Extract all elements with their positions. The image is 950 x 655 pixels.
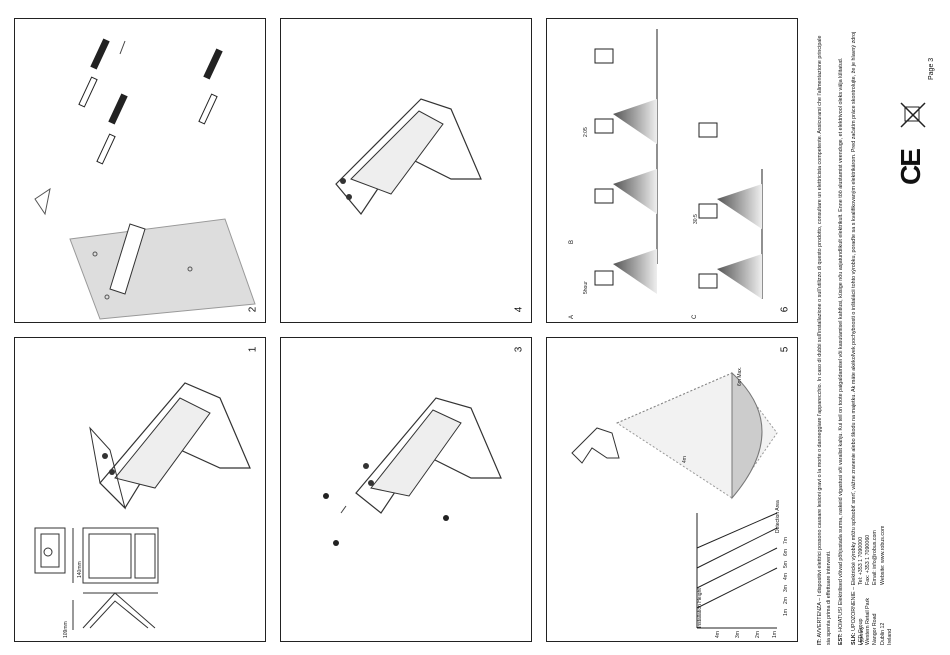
line-3m xyxy=(696,527,778,569)
area-tick: 6m xyxy=(783,549,789,556)
panel-6-illustration xyxy=(594,29,763,299)
company-contact: Tel: +353 1 7090000 Fax: +353 1 7090060 … xyxy=(858,525,886,585)
area-tick: 2m xyxy=(783,597,789,604)
area-tick: 5m xyxy=(783,561,789,568)
area-tick: 4m xyxy=(783,573,789,580)
panel-2-illustration xyxy=(34,38,256,320)
row-upper xyxy=(594,29,658,294)
line-4m xyxy=(696,512,778,549)
panel-number: 3 xyxy=(513,346,525,353)
website-link[interactable]: Website: www.robus.com xyxy=(879,525,886,585)
panel-6: 6 A B C 5hour 2:05 30:5 xyxy=(546,18,798,323)
panel-4: 4 xyxy=(280,18,532,323)
height-tick: 4m xyxy=(715,631,721,638)
notice-it: IT: AVVERTENZA – I dispositivi elettrici… xyxy=(817,35,832,645)
panel-3-illustration xyxy=(323,397,502,546)
max-range-label: 6m Max. xyxy=(737,366,743,386)
row-label-b: B xyxy=(569,239,575,244)
panel-5: 5 6m Max. 4m Installation Height Detecti… xyxy=(546,337,798,642)
panel-number: 2 xyxy=(247,306,259,313)
panel-4-illustration xyxy=(335,98,482,216)
timer-label: 30:5 xyxy=(693,214,699,224)
panel-number: 1 xyxy=(247,346,259,353)
area-tick: 1m xyxy=(783,609,789,616)
company-address: LED Group Western Retail Park Nangor Roa… xyxy=(858,597,893,645)
notice-est: EST: HOIATUS! Elektrilised võivad põhjus… xyxy=(838,57,845,645)
area-tick: 7m xyxy=(783,537,789,544)
range-label: 4m xyxy=(682,456,688,463)
dimension-width-label: 140mm xyxy=(77,561,83,578)
height-tick: 3m xyxy=(735,631,741,638)
weee-bin-icon xyxy=(900,102,926,128)
row-label-a: A xyxy=(569,314,575,319)
row-label-c: C xyxy=(692,314,698,319)
page-label: Page 3 xyxy=(928,57,935,80)
panel-number: 6 xyxy=(779,306,791,313)
timer-label: 2:05 xyxy=(583,127,589,137)
dimension-height-label: 109mm xyxy=(63,621,69,638)
chart-title-height: Installation Height xyxy=(697,588,703,628)
panel-1: 1 109mm 140mm xyxy=(14,337,266,642)
height-tick: 2m xyxy=(755,631,761,638)
ce-mark: CE xyxy=(895,150,926,185)
panel-5-illustration xyxy=(571,371,778,629)
row-lower xyxy=(698,122,763,299)
panel-number: 5 xyxy=(779,346,791,353)
panel-1-illustration xyxy=(34,382,251,630)
panel-3: 3 xyxy=(280,337,532,642)
timer-label: 5hour xyxy=(583,281,589,294)
area-tick: 3m xyxy=(783,585,789,592)
height-tick: 1m xyxy=(772,631,778,638)
line-1m xyxy=(696,567,778,609)
panel-number: 4 xyxy=(513,306,525,313)
chart-title-area: Detection Area xyxy=(775,500,781,533)
panel-2: 2 xyxy=(14,18,266,323)
line-2m xyxy=(696,547,778,589)
